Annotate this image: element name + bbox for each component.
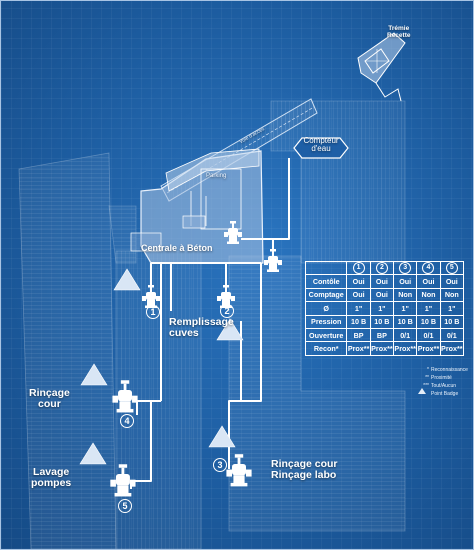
rincage-labo-label: Rinçage cour Rinçage labo	[271, 458, 338, 482]
lavage-pompes-label: Lavage pompes	[31, 466, 72, 490]
spec-cell: 1"	[393, 301, 418, 316]
valve-number-3: 3	[213, 458, 227, 472]
zone-left	[18, 152, 117, 549]
legend-row: ***Tout/Aucun	[423, 383, 457, 389]
valve-number-5: 5	[118, 499, 132, 513]
tremie-body	[357, 32, 406, 84]
spec-cell: Prox**	[393, 341, 418, 356]
spec-cell: Oui	[416, 274, 441, 289]
spec-cell: 10 B	[439, 314, 465, 329]
spec-row-label: Contôle	[304, 274, 348, 289]
spec-cell: 10 B	[416, 314, 441, 329]
spec-col-header: 3	[393, 260, 418, 276]
centrale-label: Centrale à Béton	[141, 243, 213, 253]
zone-strip	[108, 205, 137, 264]
spec-col-header: 1	[346, 260, 371, 276]
compteur-badge-shape	[293, 137, 349, 159]
spec-cell: Prox**	[439, 341, 465, 356]
badge-triangle-1	[113, 268, 141, 291]
spec-cell: Oui	[346, 287, 371, 303]
spec-cell: Non	[439, 287, 465, 303]
spec-cell: Oui	[369, 287, 395, 303]
spec-row-label: Comptage	[304, 287, 348, 303]
spec-cell: 0/1	[416, 327, 441, 343]
spec-cell: Prox**	[416, 341, 441, 356]
valve-number-1: 1	[146, 305, 160, 319]
spec-cell: BP	[346, 327, 371, 343]
spec-cell: Oui	[346, 274, 371, 289]
spec-cell: 1"	[416, 301, 441, 316]
spec-cell: 10 B	[369, 314, 395, 329]
water-pipes	[130, 159, 290, 489]
spec-row-label: Ouverture	[304, 327, 348, 343]
spec-cell: Non	[393, 287, 418, 303]
rincage-cour-label: Rinçage cour	[29, 387, 70, 411]
spec-row-label: Ø	[304, 301, 348, 316]
spec-cell: 1"	[346, 301, 371, 316]
spec-row: Recon*Prox**Prox**Prox**Prox**Prox**	[304, 341, 465, 356]
spec-cell: BP	[369, 327, 395, 343]
spec-col-header: 2	[369, 260, 395, 276]
badge-triangle-5	[208, 425, 236, 448]
badge-triangle-2	[216, 318, 244, 341]
spec-row-label: Pression	[304, 314, 348, 329]
spec-cell: 10 B	[393, 314, 418, 329]
legend-row: **Proximité	[425, 375, 452, 381]
valve-number-4: 4	[120, 414, 134, 428]
badge-triangle-4	[79, 442, 107, 465]
spec-cell: Non	[416, 287, 441, 303]
legend: *Reconnaissance **Proximité ***Tout/Aucu…	[417, 366, 468, 398]
spec-cell: 0/1	[393, 327, 418, 343]
remplissage-label: Remplissage cuves	[169, 316, 234, 340]
badge-points	[79, 268, 244, 465]
spec-cell: Prox**	[346, 341, 371, 356]
badge-triangle-3	[80, 363, 108, 386]
spec-row-label: Recon*	[304, 341, 348, 356]
parking-label: Parking	[206, 173, 227, 179]
spec-cell: Oui	[369, 274, 395, 289]
spec-col-header: 4	[416, 260, 441, 276]
spec-cell: 1"	[439, 301, 465, 316]
compteur-label: Compteur d'eau	[303, 136, 339, 154]
spec-cell: Oui	[439, 274, 465, 289]
tremie-label: Trémie Recette	[387, 25, 411, 39]
valve-number-2: 2	[220, 304, 234, 318]
spec-header-row: 1 2 3 4 5	[304, 260, 465, 276]
spec-cell: 10 B	[346, 314, 371, 329]
spec-col-header: 5	[439, 260, 465, 276]
legend-row: Point Badge	[431, 391, 459, 397]
legend-row: *Reconnaissance	[427, 367, 468, 373]
spec-cell: Oui	[393, 274, 418, 289]
spec-cell: Prox**	[369, 341, 395, 356]
spec-cell: 0/1	[439, 327, 465, 343]
spec-corner	[304, 260, 348, 276]
spec-cell: 1"	[369, 301, 395, 316]
